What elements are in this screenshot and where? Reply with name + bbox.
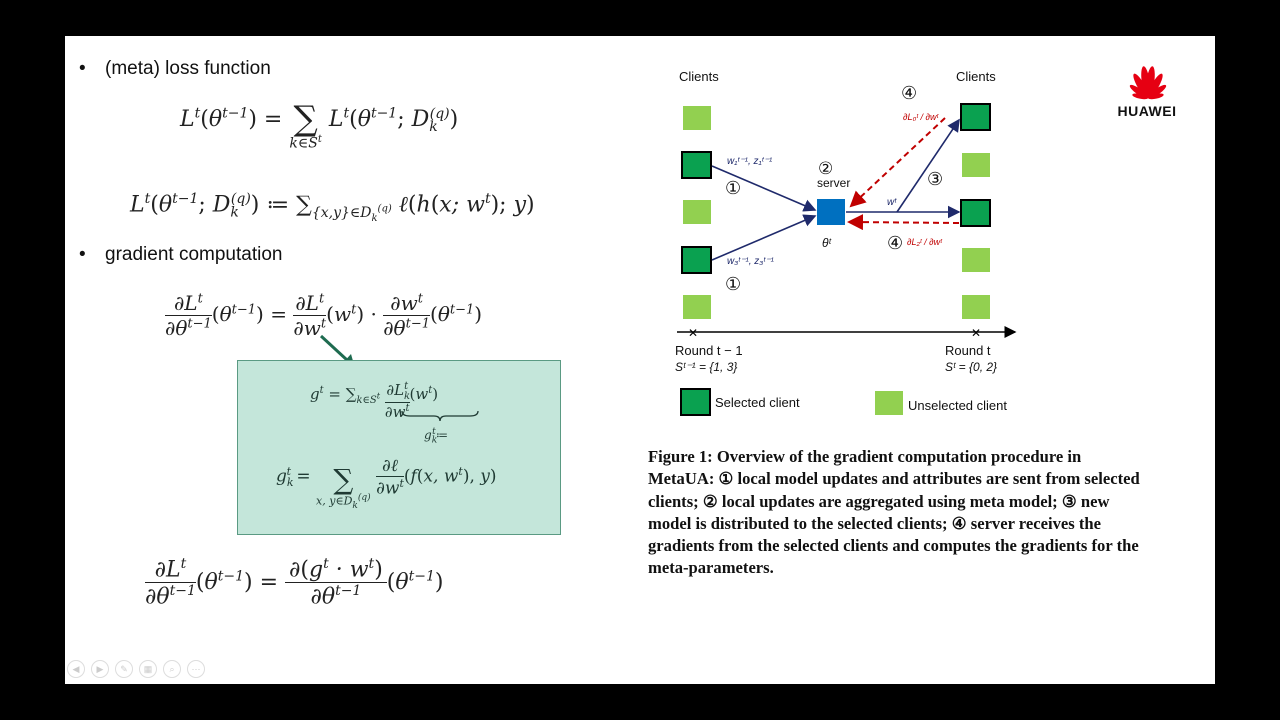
upload-arrow-3 [711, 214, 817, 261]
dL2-label: ∂L₂ᵗ / ∂wᵗ [907, 237, 943, 247]
equation-client-loss: Lt(θt−1; Dk(q)) ≔ ∑{x,y}∈Dk(q) ℓ(h(x; wt… [130, 191, 535, 224]
next-icon[interactable]: ▶ [91, 660, 109, 678]
equation-g-sum: gt = ∑k∈St ∂Lkt ∂wt (wt) [310, 381, 439, 421]
client-right-4 [962, 295, 990, 319]
equation-meta-loss: Lt(θt−1) = ∑ k∈St Lt(θt−1; Dk(q)) [180, 99, 459, 152]
dL0-label: ∂L₀ᵗ / ∂wᵗ [903, 112, 939, 122]
step-three: ③ [927, 169, 943, 189]
client-right-1 [962, 153, 990, 177]
client-right-0 [960, 103, 991, 131]
label-gk-def: gkt≔ [424, 427, 449, 446]
prev-icon[interactable]: ◀ [67, 660, 85, 678]
timeline-mark-left: ✕ [688, 326, 698, 340]
grad-arrow-2 [847, 214, 960, 231]
step-four-top: ④ [901, 83, 917, 103]
client-left-3 [681, 246, 712, 274]
server-node [817, 199, 845, 225]
w1-label: w₁ᵗ⁻¹, z₁ᵗ⁻¹ [727, 156, 773, 167]
step-one-top: ① [725, 178, 741, 198]
legend-selected-swatch [680, 388, 711, 416]
set-right: Sᵗ = {0, 2} [945, 360, 997, 374]
client-left-4 [683, 295, 711, 319]
set-left: Sᵗ⁻¹ = {1, 3} [675, 360, 737, 374]
server-number: ② [818, 159, 833, 178]
bullet-gradient: • gradient computation [79, 244, 283, 265]
client-left-2 [683, 200, 711, 224]
zoom-icon[interactable]: ⌕ [163, 660, 181, 678]
step-one-bottom: ① [725, 274, 741, 294]
w3-label: w₃ᵗ⁻¹, z₃ᵗ⁻¹ [727, 256, 775, 267]
legend-unselected-swatch [875, 391, 903, 415]
pen-icon[interactable]: ✎ [115, 660, 133, 678]
huawei-logo-icon [1129, 66, 1167, 100]
legend-selected-label: Selected client [715, 395, 800, 410]
equation-chain-rule: ∂Lt ∂θt−1 (θt−1) = ∂Lt ∂wt (wt) · ∂wt ∂θ… [165, 291, 483, 340]
round-left: Round t − 1 [675, 343, 743, 358]
server-label: server [817, 176, 850, 190]
clients-right-label: Clients [956, 69, 996, 84]
clients-left-label: Clients [679, 69, 719, 84]
bullet-meta-loss: • (meta) loss function [79, 58, 271, 79]
timeline-mark-right: ✕ [971, 326, 981, 340]
huawei-wordmark: HUAWEI [1117, 103, 1177, 119]
client-right-2 [960, 199, 991, 227]
w-t-label: wᵗ [887, 197, 897, 208]
client-right-3 [962, 248, 990, 272]
equation-final: ∂Lt ∂θt−1 (θt−1) = ∂(gt · wt) ∂θt−1 (θt−… [145, 556, 444, 610]
client-left-0 [683, 106, 711, 130]
gradient-box: gt = ∑k∈St ∂Lkt ∂wt (wt) gkt≔ gkt = ∑ x,… [237, 360, 561, 535]
equation-gk: gkt = ∑ x, y∈Dk(q) ∂ℓ ∂wt (f(x, wt), y) [276, 455, 497, 511]
underbrace [401, 410, 479, 422]
figure-caption: Figure 1: Overview of the gradient compu… [648, 447, 1140, 578]
grad-arrow-0 [849, 117, 946, 208]
slides-icon[interactable]: ▦ [139, 660, 157, 678]
theta-label: θᵗ [822, 236, 832, 250]
distribute-arrow-0 [896, 118, 960, 213]
presentation-controls: ◀ ▶ ✎ ▦ ⌕ ⋯ [65, 660, 205, 680]
federated-diagram: Clients Clients ② server θᵗ w₁ᵗ⁻¹, z₁ᵗ⁻¹… [675, 69, 1017, 416]
more-icon[interactable]: ⋯ [187, 660, 205, 678]
step-four-mid: ④ [887, 233, 903, 253]
upload-arrow-1 [711, 165, 817, 212]
client-left-1 [681, 151, 712, 179]
round-right: Round t [945, 343, 991, 358]
legend-unselected-label: Unselected client [908, 398, 1007, 413]
slide: • (meta) loss function • gradient comput… [65, 36, 1215, 684]
